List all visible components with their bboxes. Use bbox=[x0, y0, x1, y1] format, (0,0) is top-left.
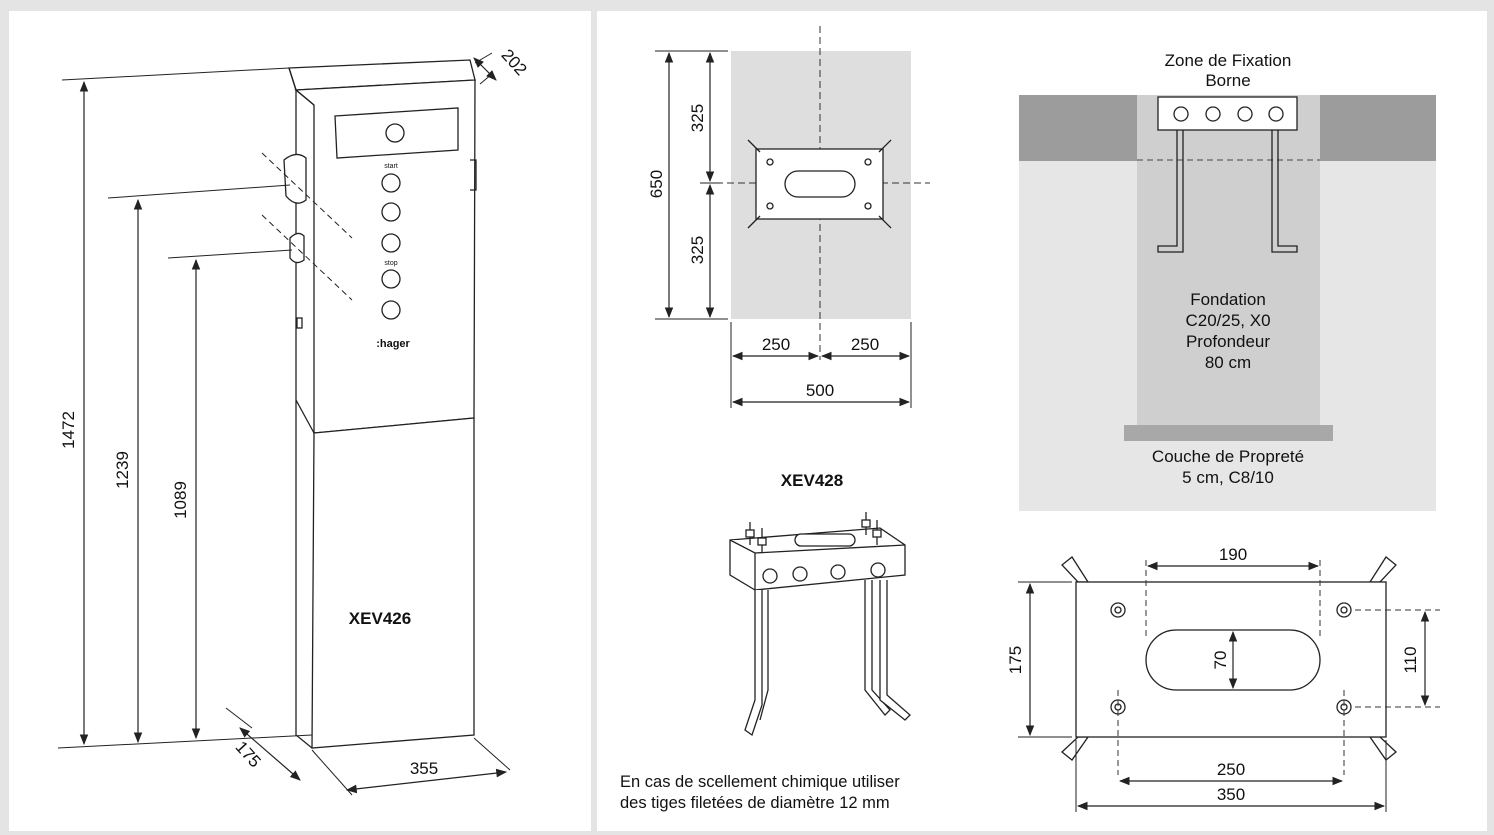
stop-label: stop bbox=[384, 260, 397, 267]
dim-250-plate: 250 bbox=[1217, 760, 1245, 779]
dim-1472: 1472 bbox=[59, 411, 78, 449]
foundation-line-1: Fondation bbox=[1190, 290, 1266, 309]
couche-line-2: 5 cm, C8/10 bbox=[1182, 468, 1274, 487]
brand-logo-text: :hager bbox=[376, 338, 410, 350]
model-xev428: XEV428 bbox=[781, 471, 843, 490]
dim-175-plate: 175 bbox=[1006, 646, 1025, 674]
dim-250-left: 250 bbox=[762, 335, 790, 354]
couche-line-1: Couche de Propreté bbox=[1152, 447, 1304, 466]
foundation-line-3: Profondeur bbox=[1186, 332, 1270, 351]
charging-column-drawing bbox=[57, 52, 511, 796]
dim-190: 190 bbox=[1219, 545, 1247, 564]
zone-title-2: Borne bbox=[1205, 71, 1250, 90]
note-line-2: des tiges filetées de diamètre 12 mm bbox=[620, 794, 890, 812]
dim-250-right: 250 bbox=[851, 335, 879, 354]
base-plate-drawing bbox=[1018, 556, 1440, 812]
note-line-1: En cas de scellement chimique utiliser bbox=[620, 773, 900, 791]
model-xev426: XEV426 bbox=[349, 609, 411, 628]
dim-202: 202 bbox=[498, 45, 531, 79]
foundation-line-2: C20/25, X0 bbox=[1185, 311, 1270, 330]
dim-500: 500 bbox=[806, 381, 834, 400]
install-note: En cas de scellement chimique utiliser d… bbox=[620, 773, 900, 812]
dim-1239: 1239 bbox=[113, 451, 132, 489]
dim-110: 110 bbox=[1401, 646, 1420, 673]
dim-355: 355 bbox=[410, 759, 438, 778]
anchor-kit-drawing bbox=[729, 512, 911, 737]
foundation-line-4: 80 cm bbox=[1205, 353, 1251, 372]
dim-325-top: 325 bbox=[688, 104, 707, 132]
column-dimension-lines bbox=[79, 57, 508, 794]
foundation-section-view bbox=[1019, 95, 1436, 511]
dim-1089: 1089 bbox=[171, 481, 190, 519]
foundation-plan-view bbox=[655, 26, 930, 408]
zone-title-1: Zone de Fixation bbox=[1165, 51, 1292, 70]
dim-175-base: 175 bbox=[232, 737, 265, 771]
dim-70: 70 bbox=[1211, 651, 1230, 670]
left-panel bbox=[9, 11, 591, 831]
dim-325-bottom: 325 bbox=[688, 236, 707, 264]
start-label: start bbox=[384, 163, 398, 170]
dim-650: 650 bbox=[647, 170, 666, 198]
dim-350: 350 bbox=[1217, 785, 1245, 804]
